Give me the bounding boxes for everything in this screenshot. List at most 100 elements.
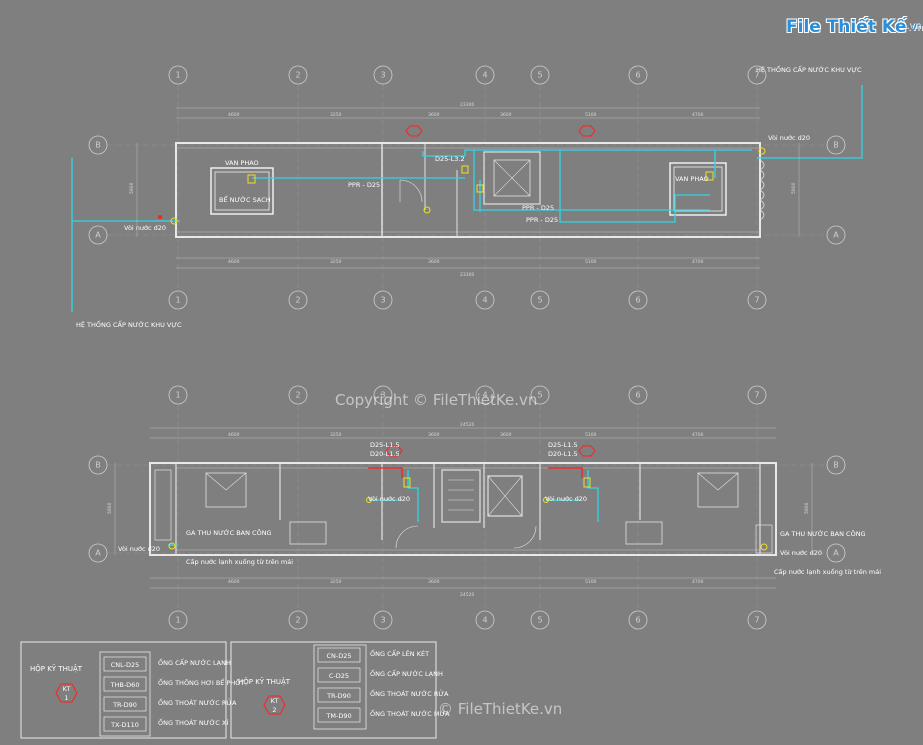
faucet-wc-right: Vòi nước d20 (545, 495, 587, 503)
grid-bubble-row (826, 455, 846, 475)
legend-2-title: HỘP KỸ THUẬT (238, 677, 291, 686)
grid-bubble-col (628, 610, 648, 630)
top-dim-2: 3250 (330, 112, 342, 118)
float-valve-left-label: VAN PHAO (225, 159, 259, 167)
grid-bubble-col (628, 65, 648, 85)
top-dim-side-left: 5900 (129, 182, 135, 194)
grid-bubble-col (168, 385, 188, 405)
bottom-dim-side-right: 5900 (804, 502, 810, 514)
grid-col-label: 4 (482, 391, 487, 400)
grid-bubble-col (530, 65, 550, 85)
top-dim-3: 3600 (428, 112, 440, 118)
float-valve-right-label: VAN PHAO (675, 175, 709, 183)
top-plan-tags (405, 125, 596, 137)
grid-bubble-row (826, 543, 846, 563)
legend-desc: ỐNG THOÁT NƯỚC MƯA (370, 708, 450, 718)
grid-bubble-col (288, 385, 308, 405)
top-dimb-1: 4600 (228, 259, 240, 265)
top-dimb-3: 3600 (428, 259, 440, 265)
top-dimb-4: 5100 (585, 259, 597, 265)
grid-col-label: 2 (295, 296, 300, 305)
supply-label-top: HỆ THỐNG CẤP NƯỚC KHU VỰC (756, 64, 862, 74)
grid-bubble-col (373, 610, 393, 630)
tag-right-d25: D25-L1.5 (548, 441, 578, 449)
top-dim-6: 4700 (692, 112, 704, 118)
grid-col-label: 3 (380, 616, 385, 625)
pipe-label-d25: D25-L3.2 (435, 155, 465, 163)
grid-bubble-col (288, 290, 308, 310)
legend-code-cell (103, 696, 147, 712)
grid-row-label: B (833, 141, 839, 150)
legend-code-cell (317, 647, 361, 663)
tag-right-d20: D20-L1.5 (548, 450, 578, 458)
grid-col-label: 2 (295, 71, 300, 80)
top-stair-core (483, 151, 541, 205)
bottom-plan-fixtures (168, 477, 768, 551)
grid-bubble-col (475, 385, 495, 405)
legend-desc: ỐNG THOÁT NƯỚC XÍ (158, 717, 228, 727)
pipe-label-ppr-1: PPR - D25 (348, 181, 380, 189)
grid-col-label: 6 (635, 616, 640, 625)
legend-2-tag-num: 2 (272, 706, 276, 714)
tank-left (210, 167, 274, 215)
top-dim-total-top: 23300 (460, 102, 474, 108)
grid-col-label: 5 (537, 296, 542, 305)
bottom-plan-pipes (168, 470, 599, 546)
legend-code-cell (317, 667, 361, 683)
bottom-dim-side-left: 5900 (107, 502, 113, 514)
legend-desc: ỐNG THÔNG HƠI BỂ PHỐT (158, 677, 244, 687)
watermark-center: Copyright © FileThietKe.vn (335, 391, 537, 409)
faucet-right-bottom: Vòi nước d20 (780, 549, 822, 557)
top-plan-outer-wall (175, 142, 761, 238)
grid-bubble-col (747, 385, 767, 405)
bottom-dim-4: 3600 (500, 432, 512, 438)
balcony-drain-left: GA THU NƯỚC BAN CÔNG (186, 528, 272, 537)
grid-bubble-col (373, 65, 393, 85)
pipe-label-ppr-2: PPR - D25 (522, 204, 554, 212)
tank-right (669, 162, 727, 216)
pipe-label-ppr-3: PPR - D25 (526, 216, 558, 224)
logo-main-text: File Thiết Kế (786, 17, 907, 37)
watermark-bottom: © FileThietKe.vn (438, 700, 562, 718)
grid-row-label: A (833, 231, 839, 240)
supply-label-bottom: HỆ THỐNG CẤP NƯỚC KHU VỰC (76, 319, 182, 329)
grid-col-label: 7 (754, 391, 759, 400)
faucet-left-label: Vòi nước d20 (124, 224, 166, 232)
faucet-right-label: Vòi nước d20 (768, 134, 810, 142)
grid-row-label: A (833, 549, 839, 558)
grid-bubble-col (288, 610, 308, 630)
tank-left-label: BỂ NƯỚC SẠCH (219, 194, 271, 204)
bottom-plan: D25-L1.5 D20-L1.5 D25-L1.5 D20-L1.5 Vòi … (107, 422, 881, 598)
grid-col-label: 5 (537, 71, 542, 80)
bottom-dim-2: 3250 (330, 432, 342, 438)
grid-row-label: A (95, 231, 101, 240)
grid-bubble-col (747, 610, 767, 630)
grid-bubble-col (373, 385, 393, 405)
grid-row-label: B (95, 461, 101, 470)
balcony-drain-right: GA THU NƯỚC BAN CÔNG (780, 529, 866, 538)
legend-1-title: HỘP KỸ THUẬT (30, 664, 83, 673)
grid-bubble-col (373, 290, 393, 310)
grid-col-label: 3 (380, 71, 385, 80)
legend-code: TR-D90 (112, 701, 137, 709)
legend-1-tag-num: 1 (64, 694, 68, 702)
grid-row-label: B (833, 461, 839, 470)
grid-row-label: A (95, 549, 101, 558)
grid-bubble-col (168, 290, 188, 310)
grid-col-label: 1 (175, 391, 180, 400)
bottom-dimb-2: 3250 (330, 579, 342, 585)
grid-col-label: 3 (380, 391, 385, 400)
bottom-dimb-4: 5100 (585, 579, 597, 585)
legend-desc: ỐNG THOÁT NƯỚC RỬA (370, 688, 449, 698)
top-dimb-2: 3250 (330, 259, 342, 265)
bottom-dimb-3: 3600 (428, 579, 440, 585)
grid-bubble-col (168, 610, 188, 630)
grid-bubble-col (747, 290, 767, 310)
legend-code: C-D25 (329, 672, 349, 680)
legend-code: TX-D110 (110, 721, 139, 729)
legend-1-tag-code: KT (63, 685, 71, 693)
grid-col-label: 1 (175, 616, 180, 625)
